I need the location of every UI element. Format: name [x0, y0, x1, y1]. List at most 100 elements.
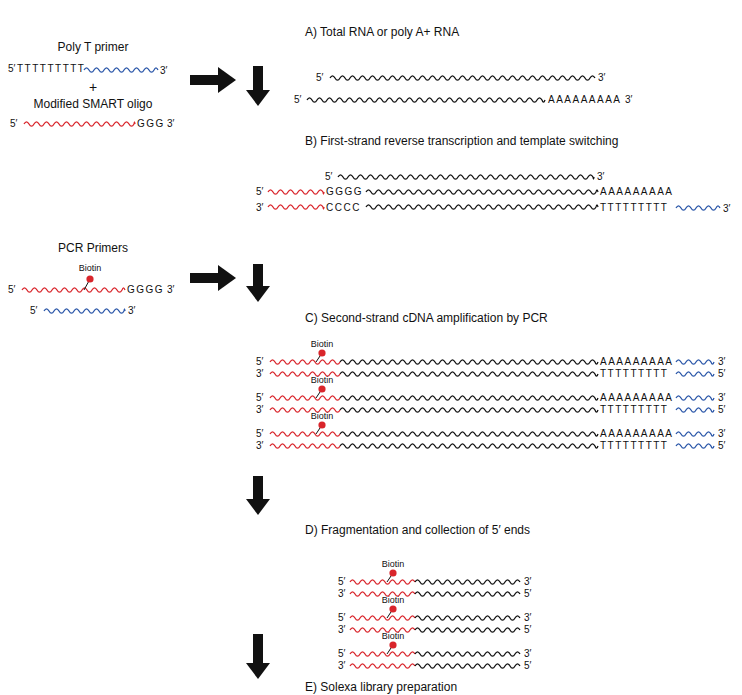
end-label: 5′	[316, 73, 323, 83]
biotin-label: Biotin	[382, 560, 405, 569]
rna-cdna-strand	[307, 98, 545, 102]
end-label: 3′	[128, 306, 135, 316]
rna-cdna-strand	[366, 205, 598, 209]
primer-strand	[676, 432, 714, 436]
sequence-label: CCCC	[326, 203, 361, 213]
end-label: 5′	[338, 577, 345, 587]
primer-strand	[676, 372, 714, 376]
rna-cdna-strand	[415, 664, 520, 668]
end-label: 5′	[30, 306, 37, 316]
rna-cdna-strand	[340, 396, 598, 400]
end-label: 3′	[598, 73, 605, 83]
sequence-label: GGGG	[127, 285, 164, 295]
biotin-dot	[318, 421, 325, 428]
end-label: 3′	[524, 649, 531, 659]
sequence-label: AAAAAAAAA	[600, 429, 674, 439]
end-label: 3′	[338, 589, 345, 599]
end-label: 5′	[256, 357, 263, 367]
arrow-head	[218, 265, 236, 291]
adapter-strand	[350, 664, 415, 668]
step-label: A) Total RNA or poly A+ RNA	[305, 26, 459, 38]
arrow-shaft	[253, 476, 263, 499]
sequence-label: AAAAAAAAA	[600, 357, 674, 367]
step-label: E) Solexa library preparation	[305, 681, 457, 693]
end-label: 3′	[524, 613, 531, 623]
end-label: 3′	[723, 204, 730, 214]
adapter-strand	[268, 190, 324, 194]
end-label: 3′	[597, 172, 604, 182]
rna-cdna-strand	[415, 616, 520, 620]
end-label: 5′	[524, 661, 531, 671]
rna-cdna-strand	[340, 408, 598, 412]
end-label: 5′	[718, 405, 725, 415]
end-label: 3′	[524, 577, 531, 587]
reagent-name: Poly T primer	[58, 41, 129, 53]
primer-strand	[84, 68, 158, 72]
end-label: 5′	[256, 429, 263, 439]
rna-cdna-strand	[415, 652, 520, 656]
biotin-label: Biotin	[382, 632, 405, 641]
end-label: 5′	[294, 95, 301, 105]
adapter-strand	[350, 580, 415, 584]
end-label: 5′	[338, 613, 345, 623]
adapter-strand	[350, 652, 415, 656]
end-label: 5′	[10, 119, 17, 129]
primer-strand	[44, 309, 125, 313]
rna-cdna-strand	[338, 175, 594, 179]
arrow-head	[246, 286, 270, 302]
rna-cdna-strand	[415, 592, 520, 596]
end-label: 5′	[718, 369, 725, 379]
rna-cdna-strand	[340, 444, 598, 448]
arrow-head	[218, 67, 236, 93]
end-label: 3′	[718, 357, 725, 367]
biotin-label: Biotin	[311, 412, 334, 421]
sequence-label: AAAAAAAAA	[600, 393, 674, 403]
arrow-shaft	[253, 264, 263, 286]
sequence-label: GGG	[137, 119, 165, 129]
primer-strand	[676, 444, 714, 448]
sequence-label: TTTTTTTTT	[600, 369, 668, 379]
biotin-label: Biotin	[382, 596, 405, 605]
step-label: D) Fragmentation and collection of 5′ en…	[305, 524, 530, 536]
end-label: 5′	[8, 285, 15, 295]
rna-cdna-strand	[340, 372, 598, 376]
rna-cdna-strand	[340, 432, 598, 436]
rna-cdna-strand	[415, 580, 520, 584]
biotin-dot	[86, 275, 93, 282]
plus-sign: +	[89, 80, 97, 94]
end-label: 5′	[524, 625, 531, 635]
sequence-label: TTTTTTTTT	[600, 405, 668, 415]
adapter-strand	[350, 616, 415, 620]
adapter-strand	[270, 444, 340, 448]
sequence-label: AAAAAAAAA	[600, 187, 674, 197]
reagent-name: Modified SMART oligo	[34, 98, 153, 110]
end-label: 5′	[8, 64, 15, 74]
end-label: 5′	[718, 441, 725, 451]
arrow-head	[246, 90, 270, 106]
end-label: 3′	[338, 625, 345, 635]
primer-strand	[676, 408, 714, 412]
reagent-name: PCR Primers	[58, 242, 128, 254]
end-label: 3′	[256, 441, 263, 451]
biotin-dot	[318, 349, 325, 356]
adapter-strand	[268, 205, 324, 209]
biotin-dot	[389, 641, 396, 648]
rna-cdna-strand	[330, 76, 595, 80]
arrow-shaft	[253, 634, 263, 663]
rna-cdna-strand	[366, 190, 598, 194]
step-label: C) Second-strand cDNA amplification by P…	[305, 312, 548, 324]
sequence-label: TTTTTTTTT	[600, 441, 668, 451]
primer-strand	[676, 396, 714, 400]
arrow-shaft	[190, 75, 218, 85]
biotin-label: Biotin	[311, 376, 334, 385]
adapter-strand	[270, 360, 340, 364]
sequence-label: GGGG	[326, 187, 363, 197]
sequence-label: TTTTTTTTT	[600, 203, 668, 213]
adapter-strand	[270, 396, 340, 400]
end-label: 3′	[256, 405, 263, 415]
arrow-shaft	[190, 273, 218, 283]
arrow-head	[246, 663, 270, 679]
sequence-label: TTTTTTTTT	[17, 64, 85, 74]
biotin-dot	[389, 569, 396, 576]
biotin-label: Biotin	[79, 264, 102, 273]
